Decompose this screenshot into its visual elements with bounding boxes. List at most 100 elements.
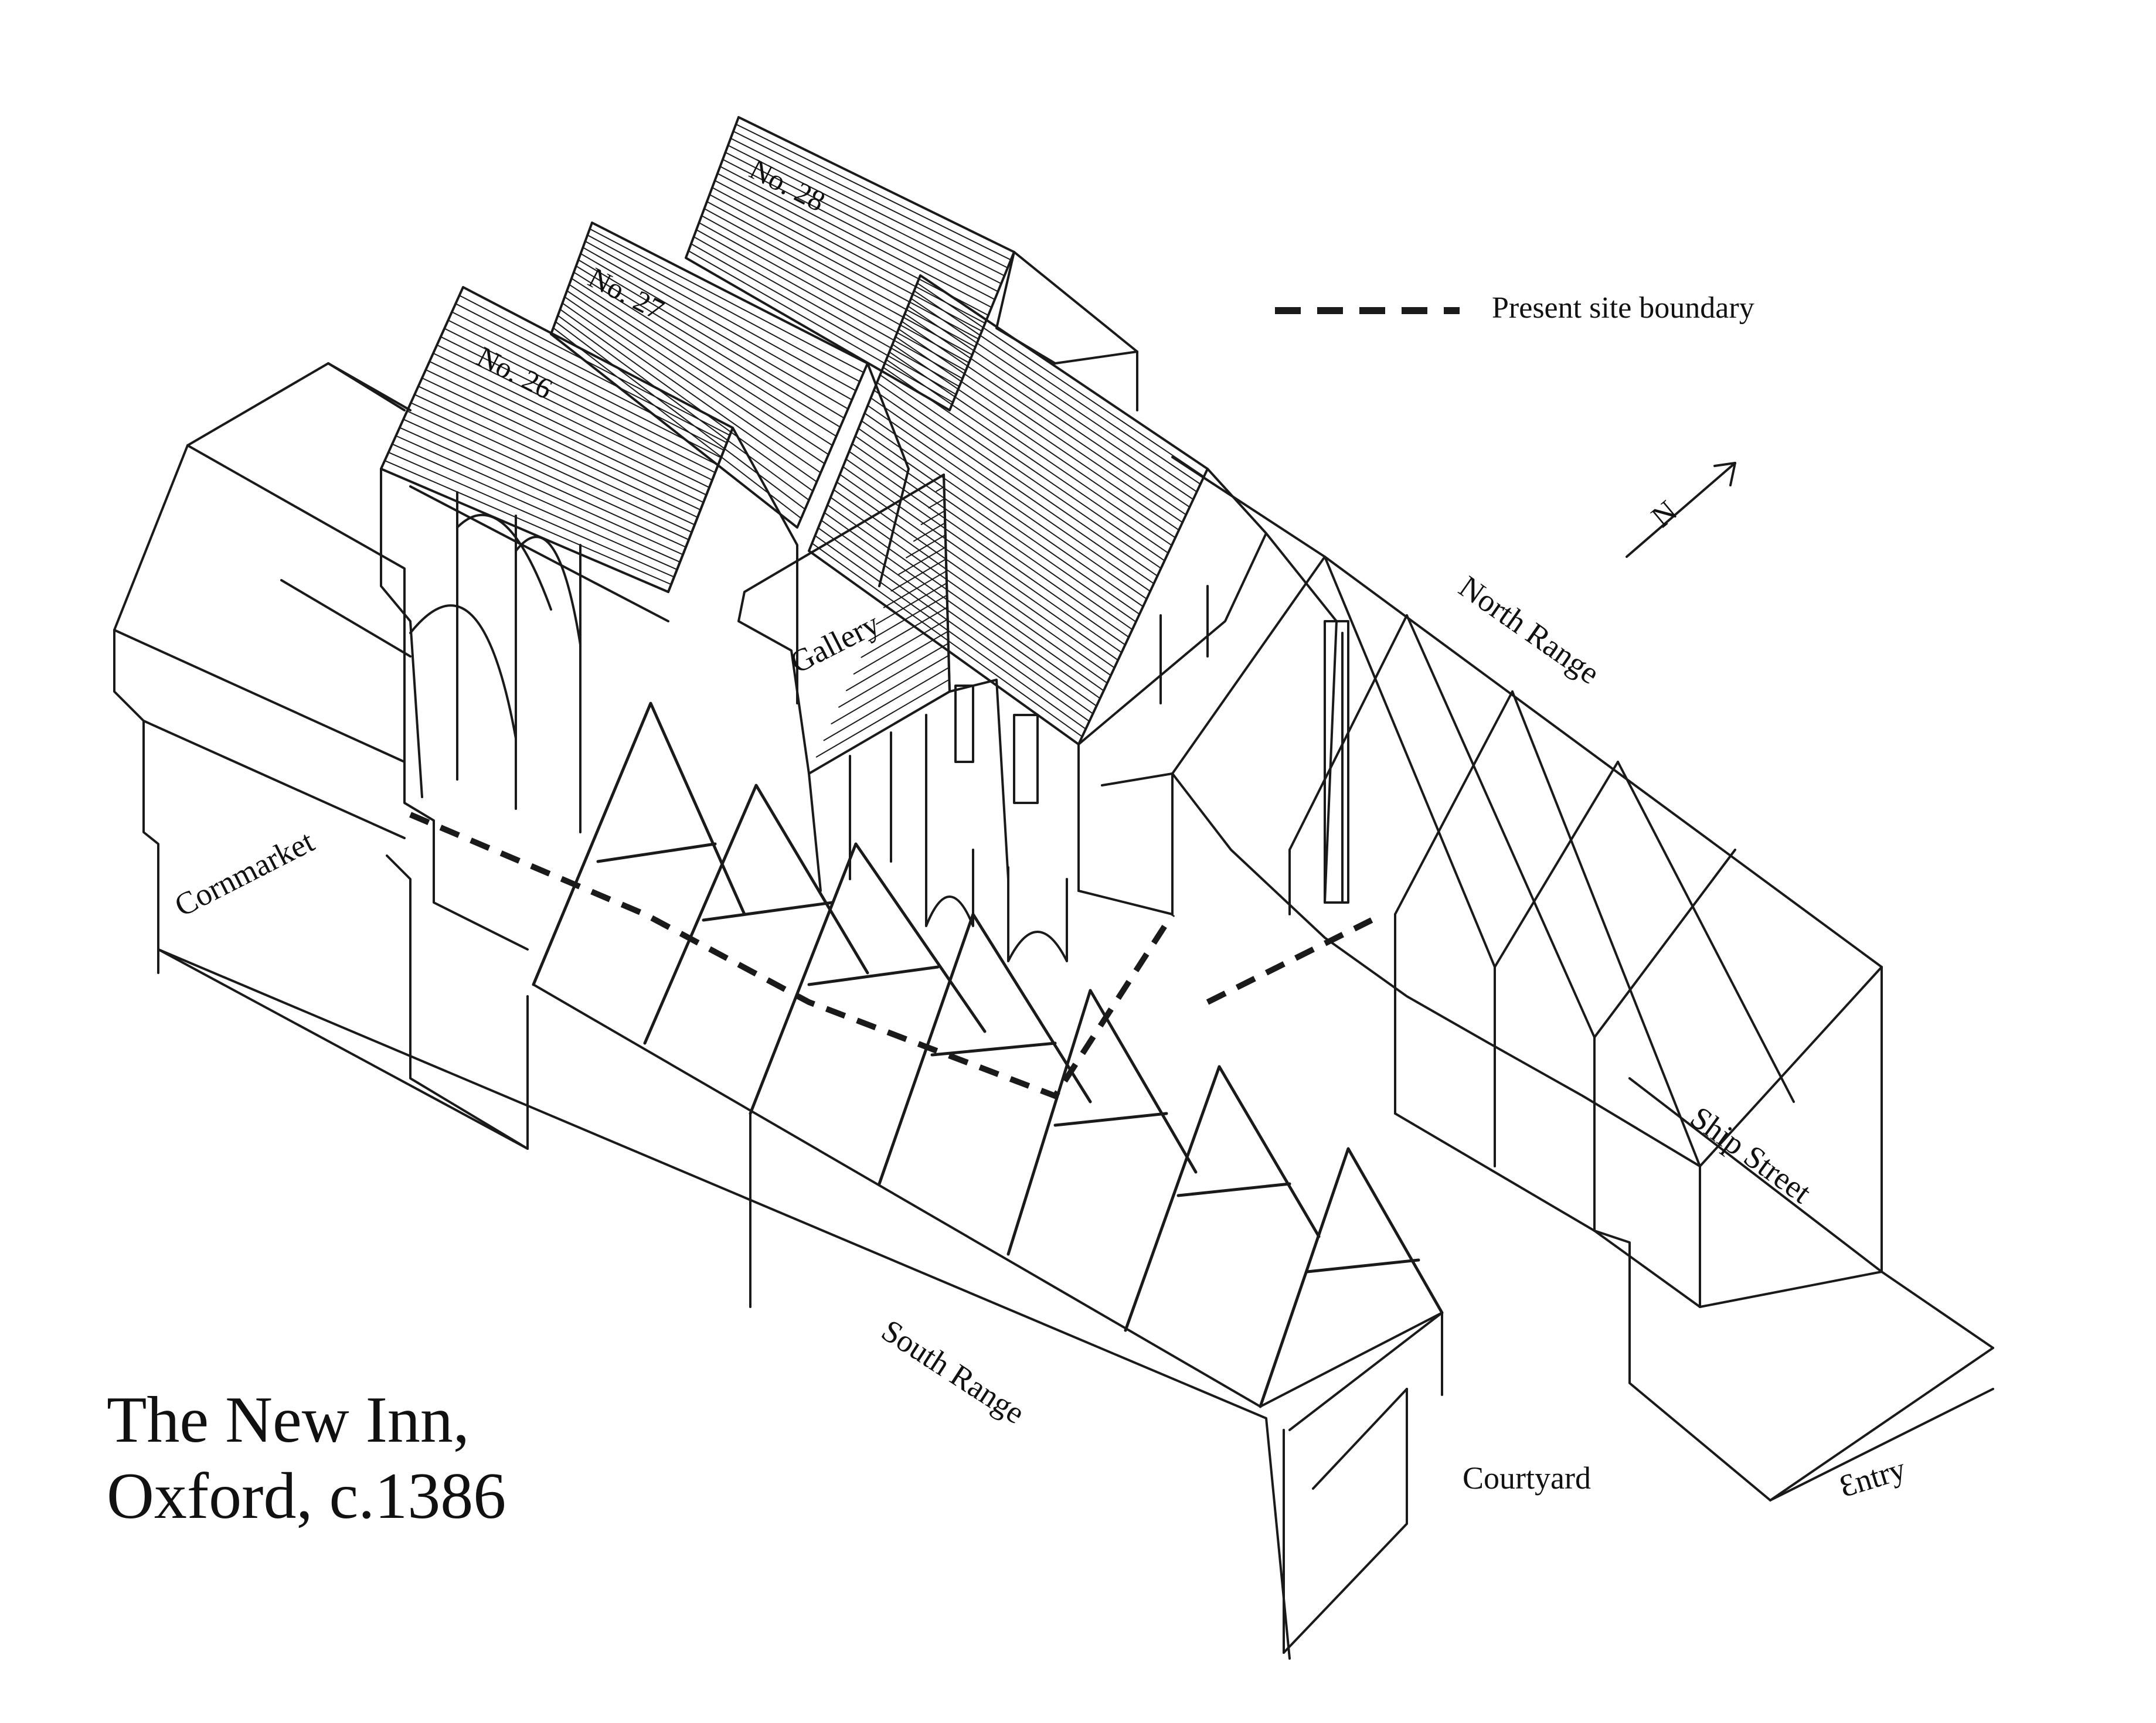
site-boundary: [409, 812, 1373, 1100]
roof-hatch-line: [879, 374, 1162, 569]
roof-hatch-line: [444, 328, 719, 466]
roof-hatch-line: [889, 351, 1172, 546]
legend: Present site boundary: [1275, 291, 1754, 325]
roof-hatch-line: [712, 187, 982, 332]
roof-hatch-line: [722, 159, 995, 300]
roof-hatch-line: [824, 512, 1097, 707]
roof-hatch-line: [876, 382, 1158, 577]
roof-hatch-line: [555, 321, 806, 510]
title-line-2: Oxford, c.1386: [107, 1460, 506, 1533]
roof-hatch-line: [698, 222, 967, 372]
roof-hatch-line: [706, 201, 976, 348]
north-arrow-letter: N: [1645, 494, 1684, 534]
roof-hatch-line: [892, 343, 1176, 539]
label-no28: No. 28: [744, 152, 831, 218]
roof-hatch-line: [691, 243, 957, 395]
roof-hatch-line: [436, 344, 713, 481]
roof-hatch-line: [727, 145, 1002, 284]
roof-hatch-line: [821, 519, 1094, 714]
north-range: [1101, 456, 1994, 1501]
roof-hatch-line: [701, 215, 970, 363]
label-no27: No. 27: [583, 261, 669, 326]
roof-hatch-line: [387, 451, 675, 578]
roof-hatch-line: [696, 229, 963, 379]
roof-hatch-line: [584, 240, 856, 391]
south-range-body: [157, 948, 1443, 1660]
roof-hatch-line: [573, 271, 837, 437]
roof-hatch-line: [838, 642, 949, 708]
label-south-range: South Range: [875, 1313, 1031, 1431]
roof-hatch-line: [855, 435, 1133, 631]
main-hall-roof-hatching: [811, 282, 1205, 737]
roof-hatch-line: [913, 290, 1201, 485]
roof-hatch-line: [384, 459, 672, 585]
roof-hatch-line: [552, 327, 802, 519]
roof-hatch-line: [842, 466, 1119, 661]
cornmarket-frontage: [113, 362, 529, 1150]
house-no28: [685, 116, 1138, 411]
label-gallery: Gallery: [784, 606, 885, 680]
roof-hatch-line: [853, 618, 948, 675]
roof-hatch-line: [898, 546, 947, 575]
roof-hatch-line: [885, 359, 1169, 554]
roof-hatch-line: [440, 336, 716, 474]
roof-hatch-line: [458, 295, 730, 436]
gallery: [737, 474, 1068, 962]
roof-hatch-line: [823, 666, 950, 741]
roof-hatch-line: [817, 527, 1090, 722]
label-courtyard: Courtyard: [1463, 1460, 1591, 1496]
roof-hatch-line: [414, 394, 695, 526]
roof-hatch-line: [829, 496, 1104, 692]
label-cornmarket: Cornmarket: [169, 823, 319, 924]
roof-hatch-line: [895, 336, 1180, 531]
roof-hatch-line: [571, 278, 833, 446]
roof-hatch-line: [907, 305, 1194, 500]
roof-hatch-line: [395, 435, 681, 563]
roof-hatch-line: [861, 420, 1140, 615]
roof-hatch-line: [870, 397, 1151, 592]
label-entry: Ɛntry: [1835, 1451, 1910, 1504]
house-no28-roof-hatching: [688, 124, 1012, 403]
roof-hatch-line: [916, 282, 1205, 478]
roof-hatch-line: [714, 180, 986, 324]
roof-hatch-line: [936, 486, 945, 492]
roof-hatch-line: [433, 352, 710, 488]
roof-hatch-line: [399, 427, 683, 556]
north-arrow-icon: N: [1625, 462, 1736, 558]
roof-hatch-line: [403, 418, 686, 548]
roof-hatch-line: [693, 236, 960, 387]
roof-hatch-line: [587, 234, 861, 383]
house-no27-roof-hatching: [552, 228, 865, 519]
roof-hatch-line: [564, 296, 821, 474]
roof-hatch-line: [815, 679, 950, 758]
roof-hatch-line: [709, 194, 980, 340]
roof-hatch-line: [421, 377, 701, 510]
roof-hatch-line: [858, 428, 1137, 623]
roof-hatch-line: [688, 250, 954, 403]
roof-hatch-line: [898, 328, 1184, 523]
roof-hatch-line: [890, 558, 947, 592]
roof-hatch-line: [913, 522, 946, 542]
gallery-roof-hatching: [815, 486, 950, 758]
roof-hatch-line: [447, 319, 722, 458]
roof-hatch-line: [562, 302, 818, 483]
roof-hatch-line: [882, 366, 1165, 561]
roof-hatch-line: [559, 308, 814, 492]
roof-hatch-line: [831, 655, 950, 724]
roof-hatch-line: [868, 594, 948, 642]
roof-hatch-line: [864, 413, 1144, 607]
south-range-trusses: [532, 702, 1444, 1408]
roof-hatch-line: [580, 253, 849, 410]
roof-hatch-line: [928, 498, 946, 509]
roof-hatch-line: [451, 311, 725, 451]
roof-hatch-line: [569, 284, 829, 455]
roof-hatch-line: [410, 402, 692, 533]
roof-hatch-line: [719, 166, 992, 308]
roof-hatch-line: [582, 247, 853, 401]
roof-hatch-line: [455, 303, 727, 444]
house-no26: [380, 286, 798, 833]
roof-hatch-line: [425, 369, 704, 503]
roof-hatch-line: [904, 313, 1191, 508]
